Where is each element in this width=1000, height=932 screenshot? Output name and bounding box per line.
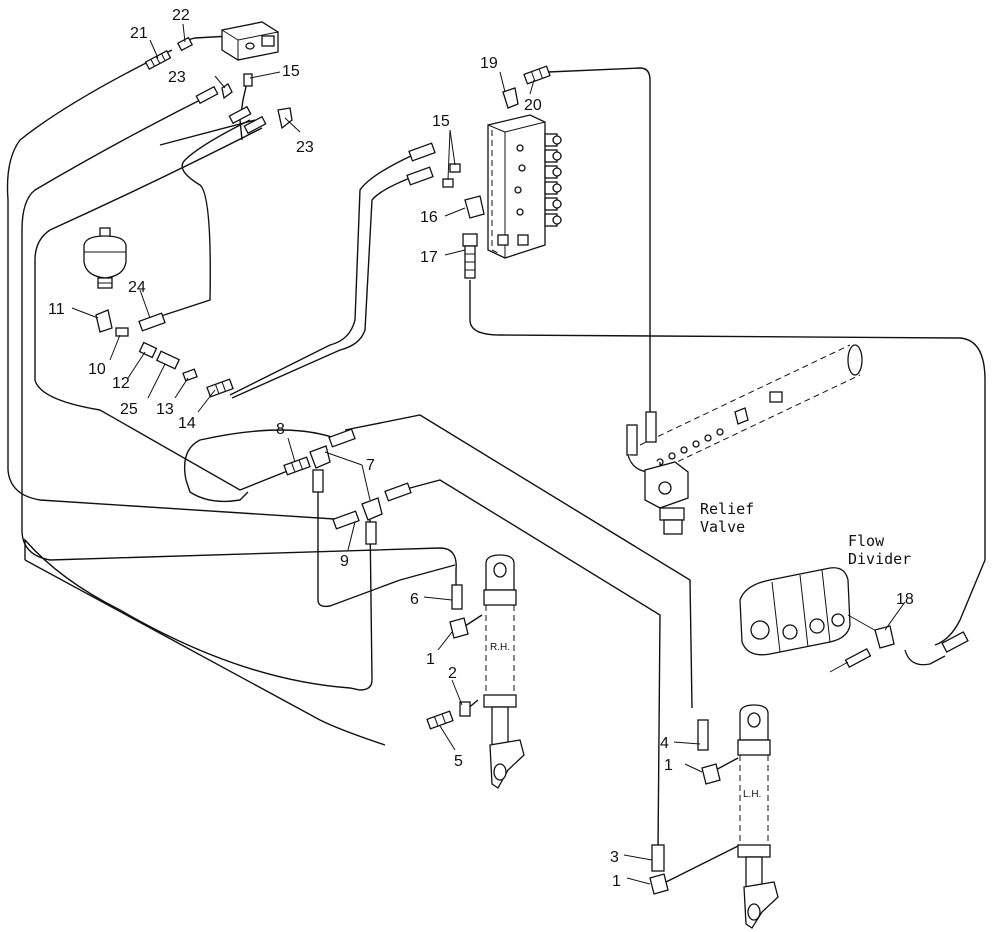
flow-divider-caption-line2: Divider xyxy=(848,550,911,568)
callout-3: 3 xyxy=(610,849,619,866)
callout-12: 12 xyxy=(112,375,130,392)
callout-15-valve: 15 xyxy=(432,113,450,130)
callout-5: 5 xyxy=(454,753,463,770)
relief-valve-caption-line2: Valve xyxy=(700,518,745,536)
relief-valve-caption-line1: Relief xyxy=(700,500,754,518)
cylinder-lh xyxy=(737,704,779,929)
callout-24: 24 xyxy=(128,279,146,296)
hose-fittings xyxy=(95,36,721,895)
callout-13: 13 xyxy=(156,401,174,418)
callout-19: 19 xyxy=(480,55,498,72)
callout-9: 9 xyxy=(340,553,349,570)
callout-18: 18 xyxy=(896,591,914,608)
flow-divider-assembly xyxy=(739,567,969,673)
callout-7: 7 xyxy=(366,457,375,474)
callout-numbers: 21 22 23 15 23 19 20 15 16 17 24 11 10 1… xyxy=(48,7,914,890)
cylinder-lh-label: L.H. xyxy=(743,789,761,800)
accumulator xyxy=(83,227,127,289)
callout-22: 22 xyxy=(172,7,190,24)
callout-17: 17 xyxy=(420,249,438,266)
callout-8: 8 xyxy=(276,421,285,438)
captions: Relief Valve Flow Divider R.H. L.H. xyxy=(490,500,911,800)
callout-1-bottom: 1 xyxy=(612,873,621,890)
relief-valve-assembly xyxy=(626,344,863,535)
callout-23-top: 23 xyxy=(168,69,186,86)
cylinder-rh xyxy=(483,554,525,789)
callout-20: 20 xyxy=(524,97,542,114)
flow-divider-caption-line1: Flow xyxy=(848,532,885,550)
callout-15-top: 15 xyxy=(282,63,300,80)
callout-1-lh: 1 xyxy=(664,757,673,774)
callout-14: 14 xyxy=(178,415,196,432)
callout-21: 21 xyxy=(130,25,148,42)
callout-2: 2 xyxy=(448,665,457,682)
control-valve-bank xyxy=(487,114,562,259)
callout-16: 16 xyxy=(420,209,438,226)
hose-lines xyxy=(6,35,986,886)
leader-lines xyxy=(71,23,906,885)
callout-11: 11 xyxy=(48,301,65,318)
mini-manifold-block xyxy=(221,21,279,61)
callout-23-right: 23 xyxy=(296,139,314,156)
callout-10: 10 xyxy=(88,361,106,378)
cylinder-rh-label: R.H. xyxy=(490,642,510,653)
callout-6: 6 xyxy=(410,591,419,608)
callout-1-rh: 1 xyxy=(426,651,435,668)
callout-4: 4 xyxy=(660,735,669,752)
callout-25: 25 xyxy=(120,401,138,418)
